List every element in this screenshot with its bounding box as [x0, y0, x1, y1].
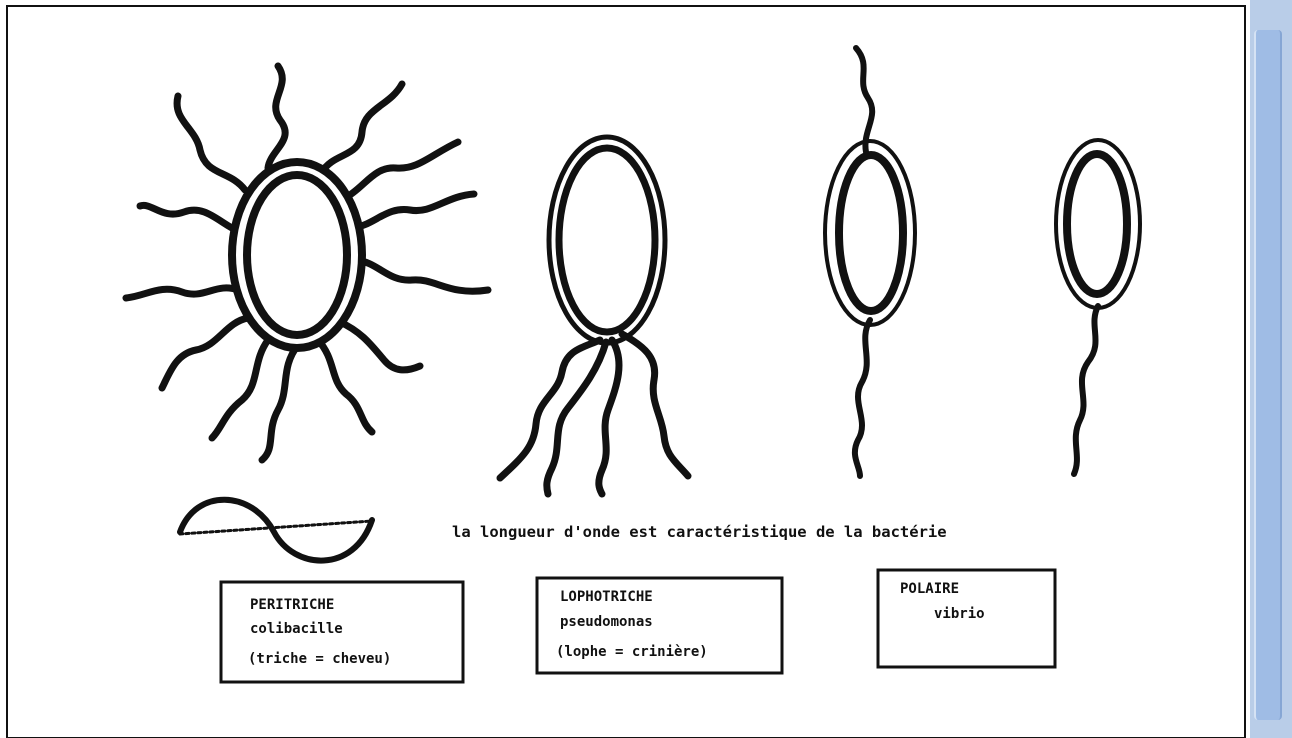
box-example: vibrio — [934, 606, 985, 622]
flagella — [855, 48, 872, 476]
wavelength-sketch — [180, 500, 372, 561]
box-peritriche: PERITRICHE colibacille (triche = cheveu) — [221, 582, 463, 682]
peritrichous-bacterium — [126, 66, 488, 460]
box-note: (lophe = crinière) — [556, 644, 708, 660]
lophotrichous-bacterium — [500, 137, 688, 494]
scrollbar-thumb[interactable] — [1254, 30, 1282, 720]
polar-bacterium-monotrichous — [1056, 140, 1140, 474]
box-polaire: POLAIRE vibrio — [878, 570, 1055, 667]
diagram-canvas: la longueur d'onde est caractéristique d… — [0, 0, 1250, 738]
wavelength-caption: la longueur d'onde est caractéristique d… — [452, 523, 947, 541]
box-title: LOPHOTRICHE — [560, 589, 653, 605]
box-note: (triche = cheveu) — [248, 651, 391, 667]
box-title: POLAIRE — [900, 581, 959, 597]
box-example: colibacille — [250, 621, 343, 637]
box-lophotriche: LOPHOTRICHE pseudomonas (lophe = crinièr… — [537, 578, 782, 673]
box-title: PERITRICHE — [250, 597, 334, 613]
flagellum — [1074, 306, 1098, 474]
flagella-tuft — [500, 334, 688, 494]
polar-bacterium-bipolar — [825, 48, 915, 476]
box-example: pseudomonas — [560, 614, 653, 630]
